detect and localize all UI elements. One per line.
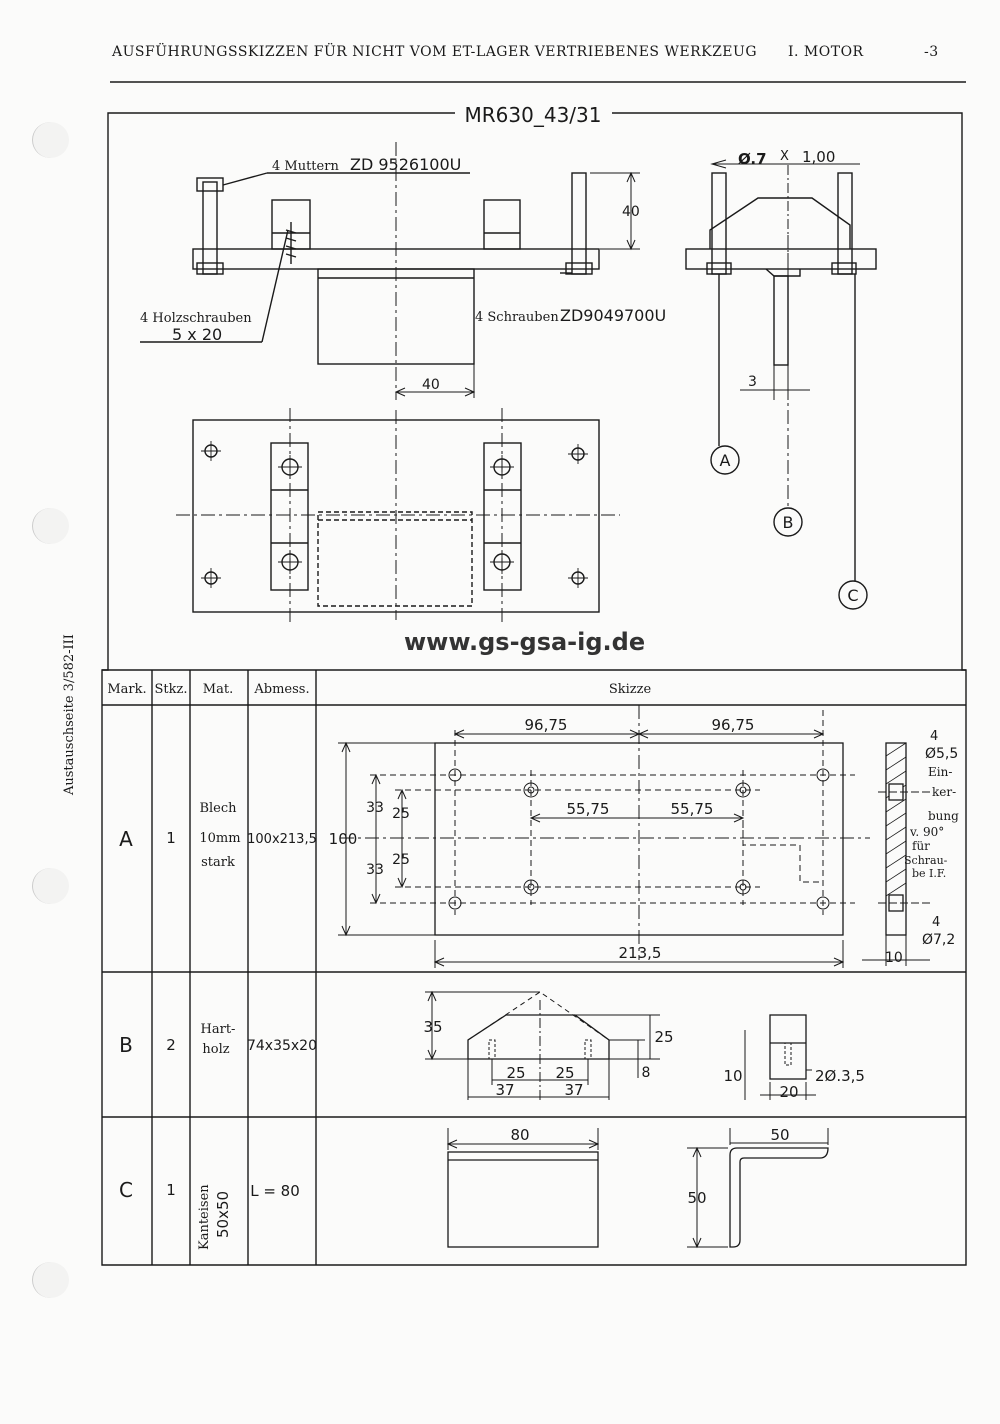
sketch-a-d1: 96,75	[525, 716, 568, 734]
sketch-b-w37b: 37	[564, 1081, 583, 1099]
col-mark: Mark.	[107, 682, 146, 697]
sketch-a-s10: 10	[885, 950, 903, 966]
row-b-mat1: Hart-	[201, 1022, 236, 1037]
sketch-a-h25a: 25	[392, 806, 410, 822]
dia-label: Ø.7	[738, 150, 767, 168]
sketch-a	[338, 705, 930, 968]
sketch-c-w50: 50	[770, 1126, 789, 1144]
sketch-a-note2: ker-	[932, 785, 956, 799]
punch-hole	[32, 1262, 69, 1298]
row-c-dims: L = 80	[250, 1182, 300, 1200]
row-a-qty: 1	[166, 829, 176, 847]
sketch-b-h35: 35	[423, 1018, 442, 1036]
col-mat: Mat.	[203, 682, 233, 697]
plan-view	[176, 408, 620, 625]
page-number: -3	[924, 44, 939, 60]
marker-b: B	[783, 513, 794, 532]
col-qty: Stkz.	[155, 682, 188, 697]
dim-40-vertical: 40	[622, 204, 640, 220]
punch-hole	[32, 508, 69, 544]
punch-hole	[32, 868, 69, 904]
sketch-a-h100: 100	[329, 830, 358, 848]
sketch-a-s4b: 4	[932, 915, 940, 930]
sketch-b	[425, 990, 816, 1100]
drawing-title: MR630_43/31	[465, 103, 602, 127]
row-c-mat2: 50x50	[214, 1191, 232, 1238]
x-mark: X	[780, 149, 789, 164]
sketch-b-s20: 20	[779, 1083, 798, 1101]
sketch-a-w213: 213,5	[619, 944, 662, 962]
sketch-a-note3: bung	[928, 809, 959, 823]
side-view	[685, 159, 877, 610]
sketch-a-note6: Schrau-	[904, 854, 948, 867]
sketch-a-note5: für	[912, 839, 930, 853]
header-title: AUSFÜHRUNGSSKIZZEN FÜR NICHT VOM ET-LAGE…	[112, 44, 758, 60]
sketch-b-s10: 10	[723, 1067, 742, 1085]
punch-hole	[32, 122, 69, 158]
sketch-c-w80: 80	[510, 1126, 529, 1144]
sketch-a-d3: 55,75	[567, 800, 610, 818]
marker-c: C	[847, 586, 858, 605]
row-c-qty: 1	[166, 1181, 176, 1199]
sketch-a-s72: Ø7,2	[922, 932, 955, 948]
sketch-b-h8: 8	[642, 1065, 651, 1081]
row-a-mat2: 10mm	[199, 831, 240, 846]
muttern-label: 4 Muttern	[272, 159, 339, 174]
sketch-a-note4: v. 90°	[909, 825, 944, 839]
sketch-b-s2d: 2Ø.3,5	[815, 1067, 865, 1085]
row-c-mat1: Kanteisen	[197, 1184, 212, 1250]
row-b-mark: B	[119, 1033, 133, 1057]
sketch-b-h25: 25	[654, 1028, 673, 1046]
sketch-b-w37a: 37	[495, 1081, 514, 1099]
sketch-a-s55: Ø5,5	[925, 746, 958, 762]
row-c-mark: C	[119, 1178, 133, 1202]
front-view	[140, 142, 640, 400]
holzschrauben-label: 4 Holzschrauben	[140, 311, 252, 326]
col-sketch: Skizze	[609, 682, 652, 697]
watermark: www.gs-gsa-ig.de	[404, 628, 646, 656]
row-a-mark: A	[119, 827, 133, 851]
row-a-dims: 100x213,5	[247, 832, 317, 847]
sketch-a-s4a: 4	[930, 729, 938, 744]
row-b-qty: 2	[166, 1036, 176, 1054]
dim-3: 3	[748, 374, 757, 390]
sketch-a-h33b: 33	[366, 862, 384, 878]
sketch-a-note1: Ein-	[928, 765, 952, 779]
schrauben-code: ZD9049700U	[560, 306, 666, 325]
sketch-a-d4: 55,75	[671, 800, 714, 818]
outer-frame	[101, 112, 967, 1266]
sketch-a-h33a: 33	[366, 800, 384, 816]
sketch-c-h50: 50	[687, 1189, 706, 1207]
header-section: I. MOTOR	[788, 44, 864, 60]
sketch-b-w25a: 25	[506, 1064, 525, 1082]
dim-40-horizontal: 40	[422, 377, 440, 393]
schrauben-label: 4 Schrauben	[475, 310, 559, 325]
holzschrauben-size: 5 x 20	[172, 325, 222, 344]
length-label: 1,00	[802, 148, 835, 166]
marker-a: A	[720, 451, 731, 470]
sketch-a-d2: 96,75	[712, 716, 755, 734]
row-a-mat1: Blech	[199, 801, 237, 816]
row-a-mat3: stark	[201, 855, 235, 870]
sketch-c	[446, 1128, 829, 1249]
sketch-a-h25b: 25	[392, 852, 410, 868]
row-b-dims: 74x35x20	[247, 1038, 317, 1054]
row-b-mat2: holz	[202, 1042, 229, 1057]
parts-table-grid	[102, 670, 966, 1265]
sketch-a-note7: be I.F.	[912, 867, 946, 880]
col-dims: Abmess.	[253, 682, 309, 697]
muttern-code: ZD 9526100U	[350, 155, 461, 174]
sketch-b-w25b: 25	[555, 1064, 574, 1082]
